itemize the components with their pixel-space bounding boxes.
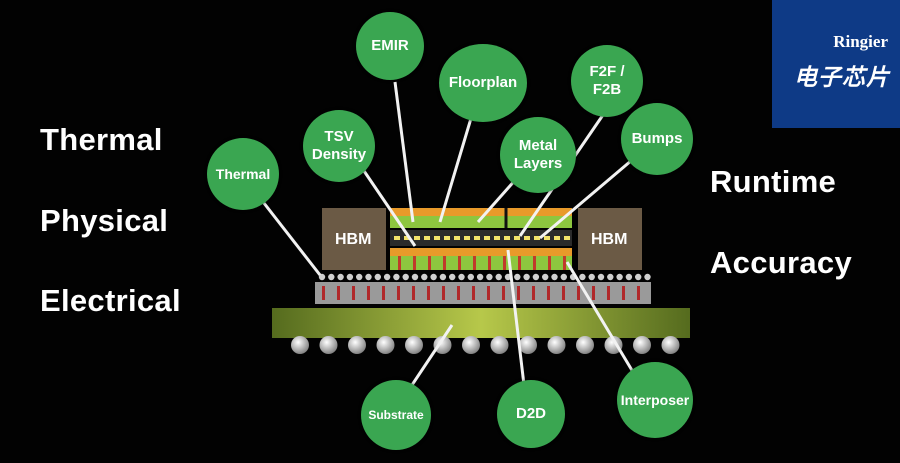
bubble-emir: EMIR [356,12,424,80]
label-accuracy: Accuracy [710,245,852,280]
hbm-right-label: HBM [591,231,628,248]
hbm-left [322,208,386,270]
bubble-thermal: Thermal [207,138,279,210]
bubble-bumps: Bumps [621,103,693,175]
bubble-floorplan: Floorplan [439,44,527,122]
hbm-right [578,208,642,270]
label-thermal: Thermal [40,122,163,157]
connector-lines [258,81,638,389]
bubble-d2d: D2D [497,380,565,448]
bubble-interposer: Interposer [617,362,693,438]
bubble-tsv-density: TSV Density [303,110,375,182]
interposer-layer [315,282,651,304]
logo-brand: Ringier [833,32,888,51]
bubble-metal-layers: Metal Layers [500,117,576,193]
bond-pads [394,236,570,240]
logo-chinese-name: 电子芯片 [794,64,890,90]
label-electrical: Electrical [40,283,181,318]
bubble-f2f-f2b: F2F / F2B [571,45,643,117]
bubble-substrate: Substrate [361,380,431,450]
micro-bumps [318,273,651,281]
label-runtime: Runtime [710,164,837,199]
ringier-logo: Ringier 电子芯片 [772,0,900,128]
label-physical: Physical [40,203,169,238]
tsv-columns [322,286,640,300]
die-tsvs [398,256,566,270]
die-bottom-orange [390,248,572,256]
substrate-layer [272,308,690,338]
die-bottom-green [390,256,572,270]
hbm-left-label: HBM [335,231,372,248]
die-top-orange [390,208,572,216]
die-bond-layer [390,230,572,246]
